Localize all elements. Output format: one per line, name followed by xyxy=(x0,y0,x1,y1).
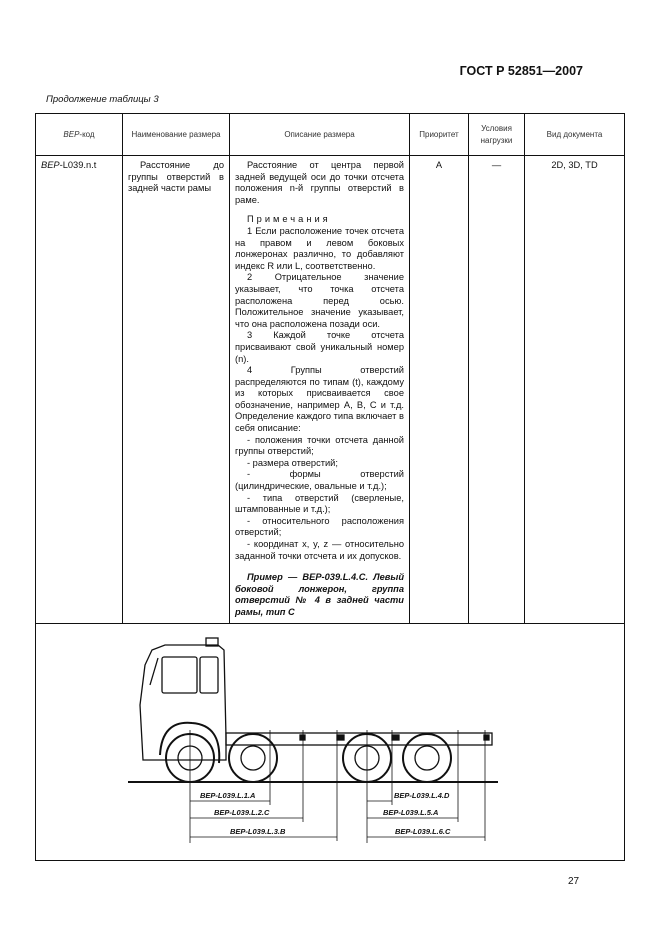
header-description: Описание размера xyxy=(229,113,410,156)
dimension-table: BEP-код Наименование размера Описание ра… xyxy=(35,113,625,861)
dim-label-4: BEP-L039.L.4.D xyxy=(394,791,450,800)
figure-row: BEP-L039.L.1.A BEP-L039.L.2.C BEP-L039.L… xyxy=(35,622,625,861)
dim-label-2: BEP-L039.L.2.C xyxy=(214,808,270,817)
page-number: 27 xyxy=(568,876,580,887)
table-caption: Продолжение таблицы 3 xyxy=(46,94,159,105)
truck-diagram: BEP-L039.L.1.A BEP-L039.L.2.C BEP-L039.L… xyxy=(128,636,498,843)
cell-doc-type: 2D, 3D, TD xyxy=(524,155,625,624)
header-name: Наименование размера xyxy=(122,113,230,156)
table-row: BEP-L039.n.t Расстояние до группы отверс… xyxy=(35,155,625,624)
cell-priority: A xyxy=(409,155,469,624)
wheels xyxy=(165,732,452,783)
extension-lines xyxy=(189,729,486,843)
header-load: Условия нагрузки xyxy=(468,113,525,156)
truck-cab xyxy=(139,636,227,763)
cell-name: Расстояние до группы отверстий в задней … xyxy=(122,155,230,624)
header-code: BEP-код xyxy=(35,113,123,156)
dim-label-3: BEP-L039.L.3.B xyxy=(230,827,286,836)
cell-load: — xyxy=(468,155,525,624)
dim-label-6: BEP-L039.L.6.C xyxy=(395,827,451,836)
truck-frame xyxy=(225,731,493,746)
header-priority: Приоритет xyxy=(409,113,469,156)
dim-label-5: BEP-L039.L.5.A xyxy=(383,808,438,817)
figure-cell: BEP-L039.L.1.A BEP-L039.L.2.C BEP-L039.L… xyxy=(35,622,625,861)
header-doc-type: Вид документа xyxy=(524,113,625,156)
cell-description: Расстояние от центра первой задней ведущ… xyxy=(229,155,410,624)
table-header-row: BEP-код Наименование размера Описание ра… xyxy=(35,113,625,156)
standard-number: ГОСТ Р 52851—2007 xyxy=(459,64,583,78)
cell-code: BEP-L039.n.t xyxy=(35,155,123,624)
dim-label-1: BEP-L039.L.1.A xyxy=(200,791,255,800)
dimension-lines xyxy=(190,800,485,837)
